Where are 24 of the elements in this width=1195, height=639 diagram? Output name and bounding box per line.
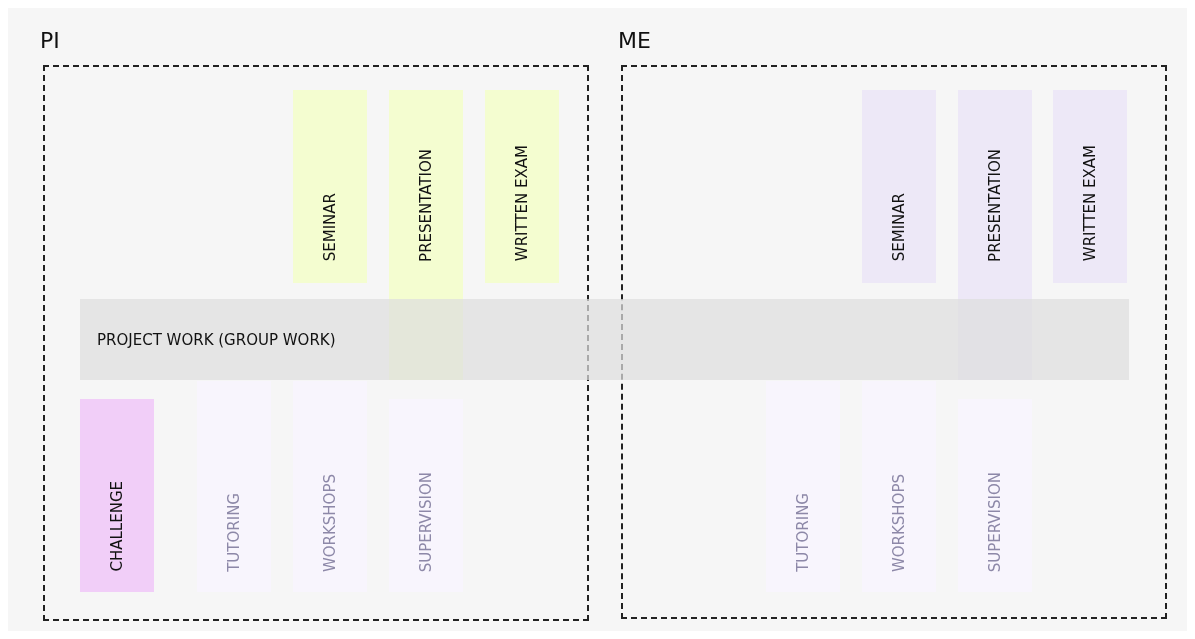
activity-bar: [293, 381, 367, 592]
activity-label: TUTORING: [225, 493, 243, 572]
activity-label: WORKSHOPS: [321, 473, 339, 572]
activity-label: TUTORING: [794, 493, 812, 572]
activity-label: PRESENTATION: [417, 149, 435, 262]
activity-bar: [485, 90, 559, 283]
group-heading: ME: [618, 28, 651, 53]
activity-label: PRESENTATION: [986, 149, 1004, 262]
activity-label: WRITTEN EXAM: [1081, 144, 1099, 261]
activity-label: SUPERVISION: [986, 471, 1004, 572]
activity-bar: [293, 90, 367, 283]
activity-label: SEMINAR: [321, 192, 339, 261]
activity-bar: [766, 381, 840, 592]
band-label: PROJECT WORK (GROUP WORK): [97, 330, 336, 349]
activity-label: WORKSHOPS: [890, 473, 908, 572]
activity-label: SUPERVISION: [417, 471, 435, 572]
activity-label: WRITTEN EXAM: [513, 144, 531, 261]
activity-label: SEMINAR: [890, 192, 908, 261]
activity-bar: [197, 381, 271, 592]
band: [80, 299, 1129, 380]
activity-bar: [862, 381, 936, 592]
activity-bar: [80, 399, 154, 592]
activity-label: CHALLENGE: [108, 481, 126, 572]
group-heading: PI: [40, 28, 60, 53]
